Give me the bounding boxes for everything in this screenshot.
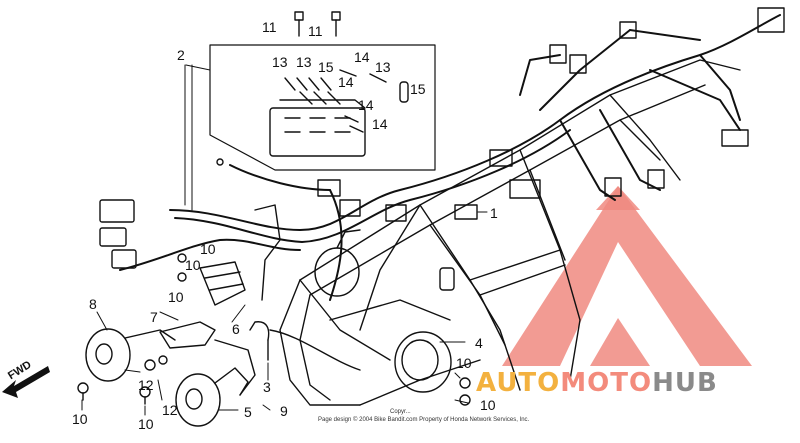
horn-right bbox=[175, 367, 249, 427]
ignition-coil bbox=[314, 229, 361, 297]
callout-10: 10 bbox=[456, 355, 472, 371]
horn-left bbox=[85, 328, 176, 382]
callout-4: 4 bbox=[475, 335, 483, 351]
callout-14: 14 bbox=[338, 74, 354, 90]
callout-2: 2 bbox=[177, 47, 185, 63]
callout-13: 13 bbox=[296, 54, 312, 70]
callout-3: 3 bbox=[263, 379, 271, 395]
callout-6: 6 bbox=[232, 321, 240, 337]
watermark-wordmark: AUTOMOTOHUB bbox=[476, 368, 718, 398]
callout-9: 9 bbox=[280, 403, 288, 419]
fuse-box bbox=[269, 99, 366, 157]
tank-bracket bbox=[254, 204, 281, 301]
callout-12: 12 bbox=[138, 377, 154, 393]
callout-10: 10 bbox=[138, 416, 154, 432]
callout-11: 11 bbox=[308, 23, 323, 39]
copyright-notice: Page design © 2004 Bike Bandit.com Prope… bbox=[318, 417, 530, 423]
callout-8: 8 bbox=[89, 296, 97, 312]
fwd-arrow-icon bbox=[2, 366, 50, 398]
headlight-unit bbox=[394, 331, 452, 393]
callout-1: 1 bbox=[490, 205, 498, 221]
fuse-row bbox=[284, 69, 409, 133]
regulator-rectifier bbox=[199, 261, 246, 306]
watermark-moto: MOTO bbox=[560, 368, 653, 398]
callout-10: 10 bbox=[185, 257, 201, 273]
cable-3 bbox=[249, 321, 270, 361]
callout-14: 14 bbox=[354, 49, 370, 65]
callout-13: 13 bbox=[375, 59, 391, 75]
callout-10: 10 bbox=[168, 289, 184, 305]
copyright-mark: Copyr... bbox=[390, 409, 411, 415]
callout-11: 11 bbox=[262, 19, 277, 35]
callout-10: 10 bbox=[72, 411, 88, 427]
callout-14: 14 bbox=[372, 116, 388, 132]
horn-bracket bbox=[159, 321, 256, 396]
callout-14: 14 bbox=[358, 97, 374, 113]
callout-10: 10 bbox=[200, 241, 216, 257]
watermark-logo bbox=[502, 186, 752, 366]
leader-lines bbox=[81, 64, 488, 416]
callout-10: 10 bbox=[480, 397, 496, 413]
harness-connectors bbox=[99, 7, 785, 291]
fuse-box-callout-box bbox=[209, 44, 436, 171]
watermark-auto: AUTO bbox=[476, 368, 561, 398]
callout-15: 15 bbox=[318, 59, 334, 75]
frame-outline bbox=[279, 59, 741, 406]
callout-13: 13 bbox=[272, 54, 288, 70]
bolts bbox=[77, 11, 471, 406]
wire-harness bbox=[119, 14, 781, 301]
callout-15: 15 bbox=[410, 81, 426, 97]
callout-12: 12 bbox=[162, 402, 178, 418]
cable-9 bbox=[269, 329, 361, 371]
watermark-hub: HUB bbox=[652, 368, 718, 398]
callout-7: 7 bbox=[150, 309, 158, 325]
callout-5: 5 bbox=[244, 404, 252, 420]
